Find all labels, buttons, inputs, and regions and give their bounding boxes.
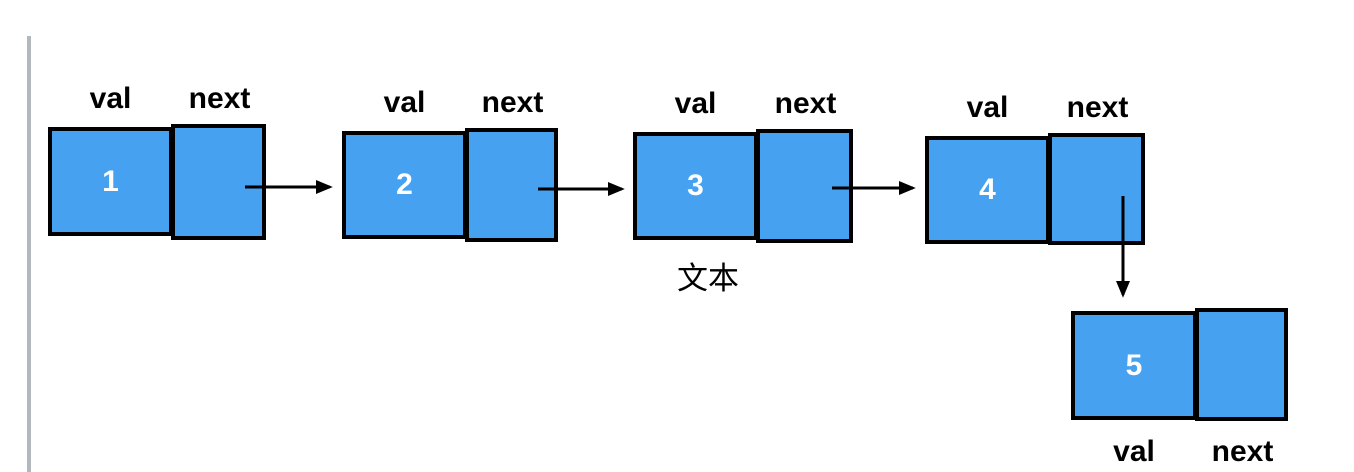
- node-5-val-box: 5: [1071, 311, 1197, 420]
- node-4-value: 4: [979, 173, 996, 206]
- list-node-2: val next 2: [342, 88, 558, 242]
- node-4-next-box: [1048, 133, 1145, 245]
- node-5-boxes: 5: [1071, 308, 1288, 421]
- val-label: val: [1113, 435, 1155, 468]
- node-3-field-labels: val next: [633, 89, 853, 119]
- node-2-value: 2: [396, 168, 413, 201]
- list-node-1: val next 1: [48, 84, 266, 240]
- node-4-field-labels: val next: [925, 93, 1145, 123]
- node-2-next-box: [465, 128, 558, 242]
- val-label: val: [383, 86, 426, 119]
- list-node-4: val next 4: [925, 93, 1145, 245]
- val-label: val: [674, 87, 717, 120]
- val-label: val: [89, 82, 132, 115]
- node-3-val-box: 3: [633, 132, 758, 240]
- val-label: val: [966, 91, 1009, 124]
- next-label: next: [1211, 435, 1274, 468]
- node-5-value: 5: [1125, 348, 1143, 382]
- next-label: next: [188, 82, 251, 115]
- next-label: next: [774, 87, 837, 120]
- node-3-boxes: 3: [633, 129, 853, 243]
- node-4-boxes: 4: [925, 133, 1145, 245]
- node-3-next-box: [756, 129, 853, 243]
- list-node-5: 5 val next: [1071, 308, 1288, 467]
- left-border-line: [27, 36, 31, 472]
- node-1-boxes: 1: [48, 124, 266, 240]
- node-3-value: 3: [687, 169, 704, 202]
- node-5-field-labels: val next: [1071, 437, 1288, 467]
- text-annotation: 文本: [677, 261, 739, 296]
- node-1-val-box: 1: [48, 127, 173, 236]
- node-4-val-box: 4: [925, 136, 1050, 244]
- node-1-next-box: [171, 124, 266, 240]
- node-5-next-box: [1195, 308, 1288, 421]
- list-node-3: val next 3: [633, 89, 853, 243]
- node-2-field-labels: val next: [342, 88, 558, 118]
- node-2-boxes: 2: [342, 128, 558, 242]
- next-label: next: [1066, 91, 1129, 124]
- next-label: next: [481, 86, 544, 119]
- node-1-value: 1: [102, 164, 119, 198]
- node-2-val-box: 2: [342, 131, 467, 239]
- node-1-field-labels: val next: [48, 84, 266, 114]
